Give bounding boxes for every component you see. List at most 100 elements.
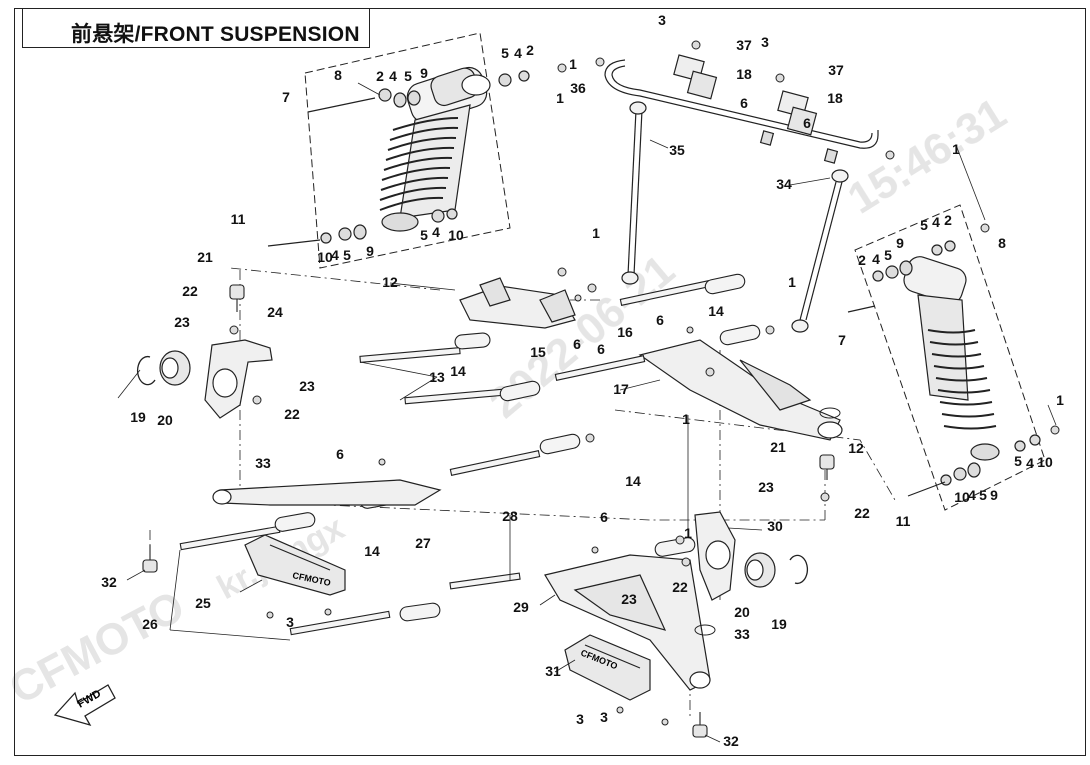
callout-label-14: 14	[364, 543, 380, 559]
callout-label-26: 26	[142, 616, 158, 632]
steering-knuckle-left	[204, 339, 273, 419]
stabilizer-bar	[604, 54, 879, 164]
callout-label-35: 35	[669, 142, 685, 158]
callout-label-5: 5	[1014, 453, 1022, 469]
callout-label-2: 2	[944, 212, 952, 228]
callout-label-7: 7	[838, 332, 846, 348]
circlip-right	[789, 554, 809, 585]
callout-label-1: 1	[1056, 392, 1064, 408]
stabilizer-links	[621, 101, 849, 333]
callout-label-15: 15	[530, 344, 546, 360]
ball-joints	[142, 284, 835, 738]
callout-label-22: 22	[284, 406, 300, 422]
lower-arm-left	[212, 479, 442, 506]
callout-label-11: 11	[896, 513, 911, 529]
callout-label-2: 2	[376, 68, 384, 84]
callout-label-19: 19	[771, 616, 787, 632]
callout-label-1: 1	[952, 141, 960, 157]
pivot-pins	[179, 273, 761, 636]
callout-label-9: 9	[366, 243, 374, 259]
callout-label-21: 21	[197, 249, 213, 265]
callout-label-4: 4	[389, 68, 397, 84]
callout-label-37: 37	[828, 62, 844, 78]
fwd-arrow-icon	[53, 684, 116, 727]
callout-label-33: 33	[734, 626, 750, 642]
lower-arm-right	[544, 554, 711, 691]
skid-guard-left	[244, 534, 346, 596]
callout-label-1: 1	[556, 90, 564, 106]
callout-label-10: 10	[1037, 454, 1053, 470]
page-title: 前悬架/FRONT SUSPENSION	[71, 23, 360, 46]
callout-label-9: 9	[990, 487, 998, 503]
callout-label-22: 22	[182, 283, 198, 299]
callout-label-9: 9	[420, 65, 428, 81]
callout-label-2: 2	[526, 42, 534, 58]
callout-label-6: 6	[573, 336, 581, 352]
shock-group-outline-right	[854, 204, 1046, 511]
callout-label-3: 3	[600, 709, 608, 725]
callout-label-10: 10	[448, 227, 464, 243]
callout-label-1: 1	[684, 525, 692, 541]
wheel-bearing-right	[744, 552, 776, 588]
shock-absorber-left	[267, 66, 530, 247]
callout-label-14: 14	[708, 303, 724, 319]
skid-guard-right	[564, 634, 651, 701]
callout-label-7: 7	[282, 89, 290, 105]
callout-label-4: 4	[1026, 455, 1034, 471]
callout-label-4: 4	[432, 224, 440, 240]
callout-label-4: 4	[872, 251, 880, 267]
callout-label-5: 5	[920, 217, 928, 233]
title-box: 前悬架/FRONT SUSPENSION	[22, 8, 370, 48]
callout-label-18: 18	[736, 66, 752, 82]
callout-leaders	[117, 82, 1057, 743]
callout-label-1: 1	[569, 56, 577, 72]
callout-label-13: 13	[429, 369, 445, 385]
callout-label-6: 6	[597, 341, 605, 357]
callout-label-3: 3	[761, 34, 769, 50]
callout-label-6: 6	[740, 95, 748, 111]
callout-label-10: 10	[317, 249, 333, 265]
callout-label-23: 23	[174, 314, 190, 330]
callout-label-23: 23	[621, 591, 637, 607]
callout-label-12: 12	[848, 440, 864, 456]
callout-label-5: 5	[343, 247, 351, 263]
callout-label-37: 37	[736, 37, 752, 53]
callout-label-23: 23	[758, 479, 774, 495]
callout-label-5: 5	[420, 227, 428, 243]
wheel-bearing-left	[159, 350, 191, 386]
callout-label-1: 1	[788, 274, 796, 290]
callout-label-14: 14	[450, 363, 466, 379]
callout-label-18: 18	[827, 90, 843, 106]
callout-label-5: 5	[501, 45, 509, 61]
callout-label-30: 30	[767, 518, 783, 534]
watermark-text-d: 15:46:31	[839, 89, 1014, 224]
callout-label-6: 6	[336, 446, 344, 462]
callout-label-10: 10	[954, 489, 970, 505]
upper-arm-right	[638, 339, 843, 441]
callout-label-8: 8	[334, 67, 342, 83]
circlip-left	[136, 355, 156, 386]
callout-label-4: 4	[514, 45, 522, 61]
callout-label-5: 5	[979, 487, 987, 503]
callout-label-3: 3	[658, 12, 666, 28]
callout-label-20: 20	[734, 604, 750, 620]
callout-label-5: 5	[404, 68, 412, 84]
callout-label-29: 29	[513, 599, 529, 615]
callout-label-23: 23	[299, 378, 315, 394]
callout-label-25: 25	[195, 595, 211, 611]
callout-label-16: 16	[617, 324, 633, 340]
shock-absorber-right	[847, 240, 1041, 497]
callout-label-1: 1	[592, 225, 600, 241]
callout-label-21: 21	[770, 439, 786, 455]
callout-label-31: 31	[545, 663, 561, 679]
callout-label-4: 4	[968, 487, 976, 503]
callout-label-4: 4	[932, 214, 940, 230]
callout-label-11: 11	[231, 211, 246, 227]
callout-label-32: 32	[101, 574, 117, 590]
callout-label-1: 1	[682, 411, 690, 427]
callout-label-14: 14	[625, 473, 641, 489]
callout-label-32: 32	[723, 733, 739, 749]
callout-label-6: 6	[600, 509, 608, 525]
